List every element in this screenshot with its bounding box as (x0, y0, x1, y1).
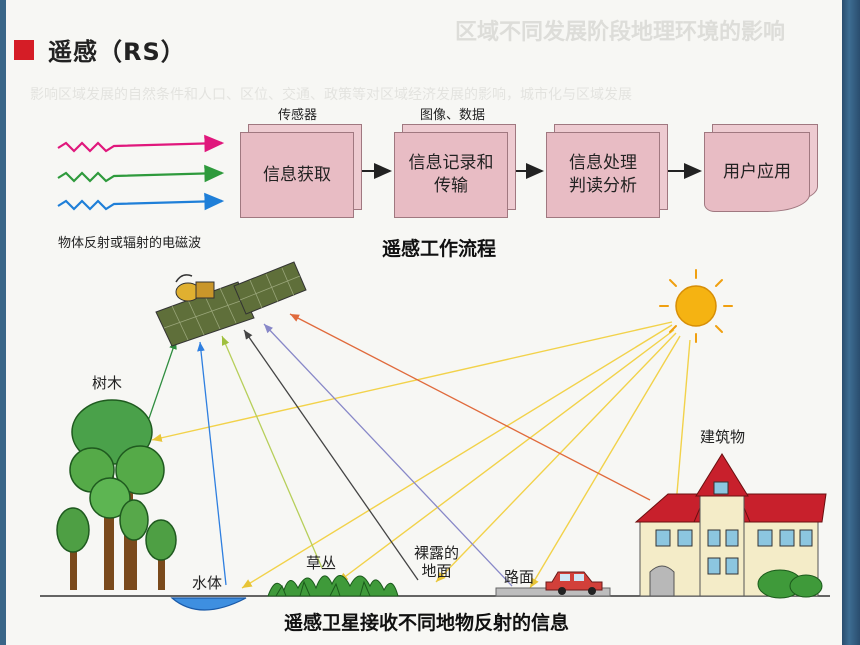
step-1-label: 信息获取 (263, 164, 331, 185)
wave-arrow-green (57, 164, 225, 183)
road-label: 路面 (504, 568, 535, 586)
sun-rays (151, 321, 691, 589)
image-data-label: 图像、数据 (420, 108, 486, 123)
slide-heading: 遥感（RS） (14, 32, 186, 67)
wave-arrow-pink (57, 134, 225, 153)
bare-ground-label: 裸露的 地面 (414, 544, 460, 580)
sun-icon (659, 269, 733, 343)
building-label: 建筑物 (700, 428, 746, 446)
car-icon (545, 571, 603, 595)
sensor-label: 传感器 (278, 108, 318, 123)
faded-background-line: 影响区域发展的自然条件和人口、区位、交通、政策等对区域经济发展的影响，城市化与区… (30, 87, 632, 103)
grass-label: 草丛 (306, 554, 337, 572)
reflected-rays (144, 313, 651, 587)
scene-caption: 遥感卫星接收不同地物反射的信息 (284, 612, 570, 634)
step-box-4: 用户应用 (704, 132, 810, 212)
faded-background-title: 区域不同发展阶段地理环境的影响 (455, 20, 786, 45)
water-label: 水体 (192, 574, 223, 592)
left-edge-strip (0, 0, 6, 645)
em-wave-arrows (57, 134, 225, 211)
slide-title: 遥感（RS） (48, 38, 186, 66)
right-edge-strip (842, 0, 860, 645)
building-illustration (634, 453, 827, 599)
red-square-bullet-icon (14, 39, 34, 60)
workflow-caption: 遥感工作流程 (382, 238, 497, 260)
step-box-2: 信息记录和 传输 (394, 132, 508, 218)
step-4-label: 用户应用 (723, 161, 791, 182)
wave-arrow-blue (57, 192, 225, 211)
satellite-icon (155, 261, 307, 347)
tree-illustration (56, 399, 177, 590)
step-box-1: 信息获取 (240, 132, 354, 218)
tree-label: 树木 (92, 374, 123, 392)
grass-illustration (267, 575, 399, 597)
step-2-label: 信息记录和 传输 (408, 153, 494, 196)
step-3-label: 信息处理 判读分析 (569, 153, 637, 196)
step-box-3: 信息处理 判读分析 (546, 132, 660, 218)
em-wave-label: 物体反射或辐射的电磁波 (58, 236, 202, 251)
water-illustration (170, 597, 247, 611)
